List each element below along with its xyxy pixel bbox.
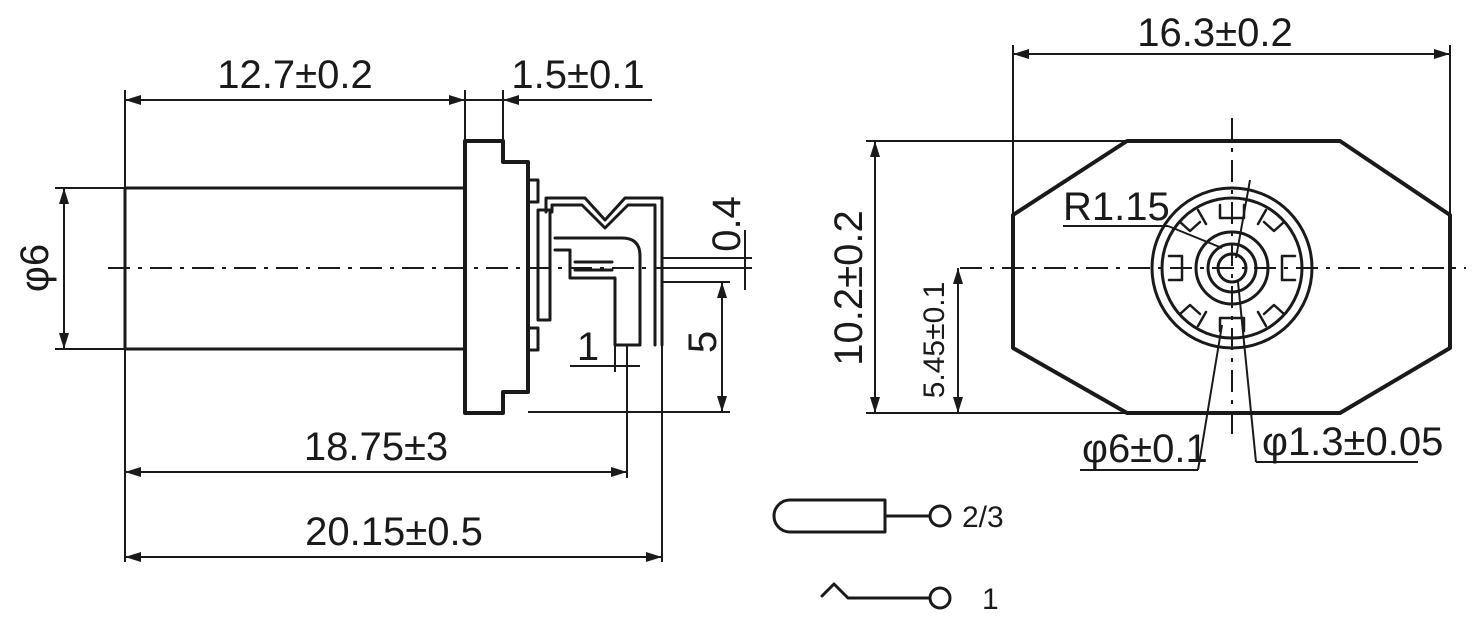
front-outline [1011,139,1452,415]
pin-contact [553,236,642,347]
spring-contact-inner [550,203,657,347]
legend-sleeve-label: 2/3 [962,501,1004,534]
arrow [1013,49,1029,59]
leader-line [1197,324,1223,471]
arrow [125,467,141,477]
arrow [611,467,627,477]
dim-flange: 1.5±0.1 [511,53,644,97]
legend-tip-label: 1 [982,583,999,616]
arrow [717,396,727,412]
front-view: 16.3±0.2 10.2±0.2 5.45±0.1 R1.15 φ6±0.1 … [827,11,1466,471]
leader-line [1235,179,1251,259]
tip-symbol [820,582,932,600]
arrow [59,188,69,204]
legend: 2/3 1 [772,498,1004,616]
arrow [125,552,141,562]
tip-terminal [928,586,952,610]
arrow [503,95,519,105]
arrow [717,282,727,298]
spring-contact [544,196,664,347]
arrow [870,397,880,413]
dim-pin-width: 1 [577,325,599,369]
arrow [646,552,662,562]
side-view: 12.7±0.2 1.5±0.1 0.4 φ6 1 5 [13,53,752,562]
dim-overall-length: 20.15±0.5 [305,510,483,554]
dim-pin-hole: φ1.3±0.05 [1262,420,1443,464]
sleeve-terminal [928,504,952,528]
rear-housing [536,208,552,322]
flange [463,139,530,415]
dim-pin-position: 18.75±3 [304,425,448,469]
arrow [953,268,963,284]
arrow [125,95,141,105]
dim-center-height: 5.45±0.1 [918,282,951,399]
dim-height: 10.2±0.2 [827,210,871,365]
dim-pin-height: 5 [681,331,725,353]
arrow [953,397,963,413]
leader-line [1167,225,1223,249]
arrow [870,141,880,157]
dim-width: 16.3±0.2 [1137,11,1292,55]
dim-bore: φ6±0.1 [1082,427,1208,471]
leader-line [1237,281,1257,463]
dim-body-length: 12.7±0.2 [217,53,372,97]
sleeve-symbol [772,498,887,534]
dim-radius: R1.15 [1063,185,1170,229]
arrow [449,95,465,105]
flange-tab-top [526,178,540,204]
arrow [59,333,69,349]
arrow [1434,49,1450,59]
flange-tab-bottom [526,326,540,352]
dim-lead-thickness: 0.4 [705,196,749,252]
dim-diameter: φ6 [13,244,57,292]
